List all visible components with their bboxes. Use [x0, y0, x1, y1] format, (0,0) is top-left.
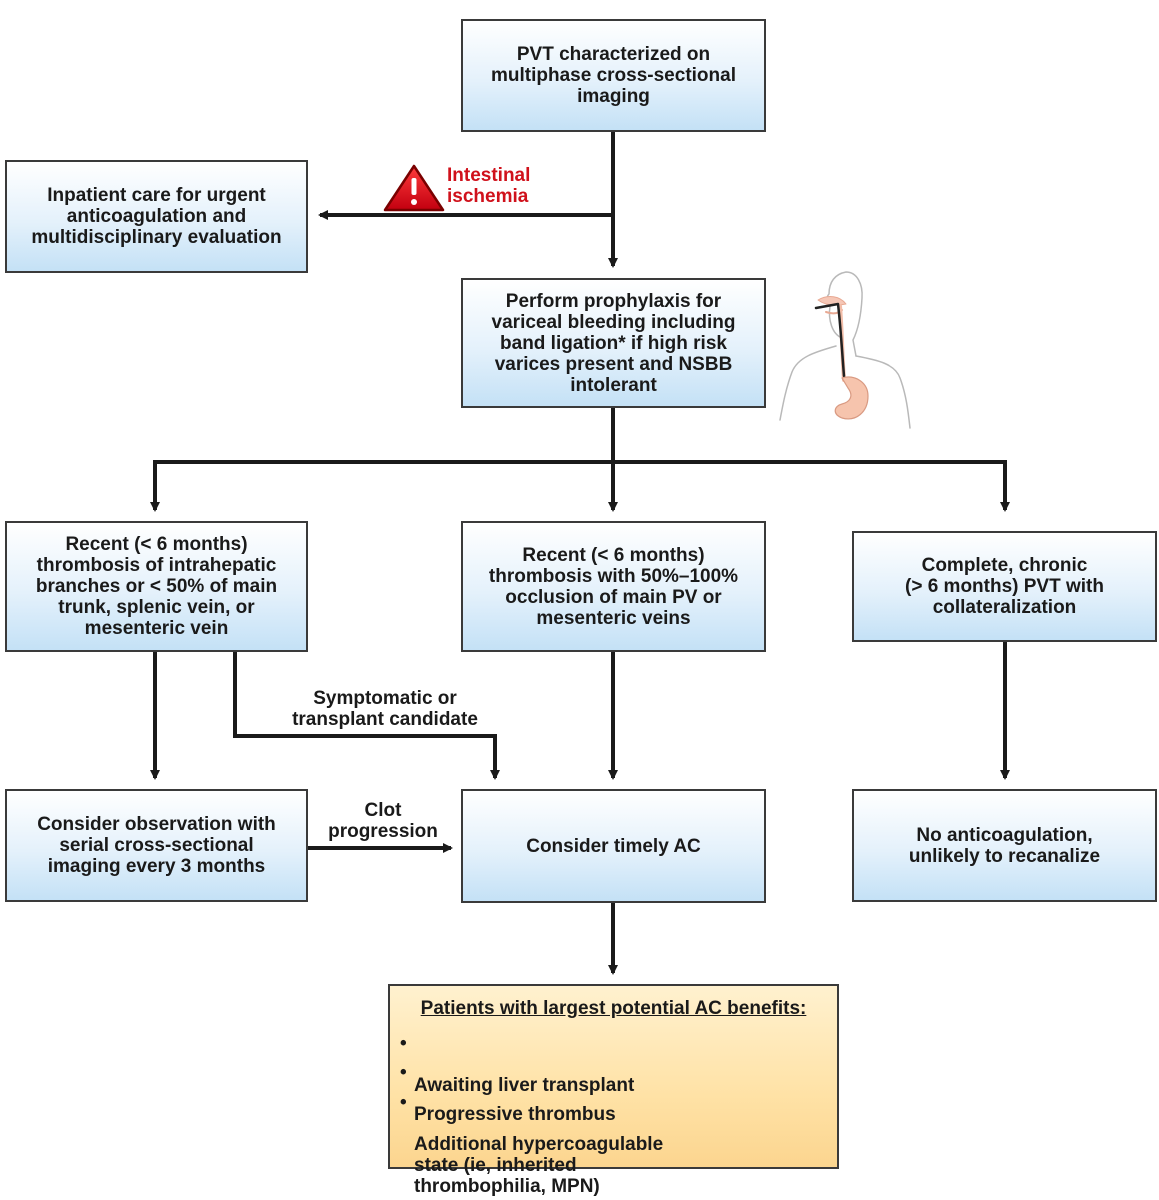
- bullet-mark: •: [400, 1033, 407, 1054]
- node-pvt-characterized: PVT characterized on multiphase cross-se…: [461, 19, 766, 132]
- node-inpatient-care: Inpatient care for urgent anticoagulatio…: [5, 160, 308, 273]
- node-chronic-pvt: Complete, chronic (> 6 months) PVT with …: [852, 531, 1157, 642]
- node-inpatient-care-text: Inpatient care for urgent anticoagulatio…: [31, 185, 282, 248]
- node-timely-ac-text: Consider timely AC: [526, 835, 701, 857]
- benefit-item-text: Awaiting liver transplant: [414, 1075, 635, 1096]
- node-pvt-characterized-text: PVT characterized on multiphase cross-se…: [491, 44, 736, 107]
- bullet-mark: •: [400, 1062, 407, 1083]
- node-observation-text: Consider observation with serial cross-s…: [37, 814, 276, 877]
- benefit-item-text: Additional hypercoagulable state (ie, in…: [414, 1134, 664, 1197]
- node-no-anticoagulation: No anticoagulation, unlikely to recanali…: [852, 789, 1157, 902]
- node-recent-occlusive-thrombosis-text: Recent (< 6 months) thrombosis with 50%–…: [488, 544, 739, 629]
- benefits-panel: Patients with largest potential AC benef…: [388, 984, 839, 1197]
- edge-label-symptomatic: Symptomatic or transplant candidate: [292, 688, 478, 730]
- node-prophylaxis: Perform prophylaxis for variceal bleedin…: [461, 278, 766, 408]
- node-recent-occlusive-thrombosis: Recent (< 6 months) thrombosis with 50%–…: [461, 521, 766, 652]
- upper-gi-anatomy-icon: [779, 271, 911, 429]
- benefit-item: • Progressive thrombus: [400, 1062, 690, 1146]
- benefits-title: Patients with largest potential AC benef…: [420, 998, 807, 1019]
- node-chronic-pvt-text: Complete, chronic (> 6 months) PVT with …: [905, 555, 1104, 618]
- node-recent-partial-thrombosis-text: Recent (< 6 months) thrombosis of intrah…: [35, 534, 278, 639]
- benefit-item: • Awaiting liver transplant: [400, 1033, 690, 1117]
- node-no-anticoagulation-text: No anticoagulation, unlikely to recanali…: [908, 824, 1101, 867]
- node-observation: Consider observation with serial cross-s…: [5, 789, 308, 902]
- arrow-partial-to-timely-ac: [233, 652, 500, 780]
- bullet-mark: •: [400, 1092, 407, 1113]
- node-timely-ac: Consider timely AC: [461, 789, 766, 903]
- edge-label-clot-progression: Clot progression: [328, 800, 438, 842]
- edge-label-intestinal-ischemia: Intestinal ischemia: [447, 165, 531, 207]
- benefit-item-text: Progressive thrombus: [414, 1104, 616, 1125]
- node-recent-partial-thrombosis: Recent (< 6 months) thrombosis of intrah…: [5, 521, 308, 652]
- node-prophylaxis-text: Perform prophylaxis for variceal bleedin…: [491, 290, 736, 396]
- benefit-item: • Additional hypercoagulable state (ie, …: [400, 1092, 690, 1200]
- warning-triangle-icon: [383, 164, 445, 212]
- arrow-to-chronic: [613, 460, 1010, 512]
- arrow-to-recent-partial: [150, 408, 615, 512]
